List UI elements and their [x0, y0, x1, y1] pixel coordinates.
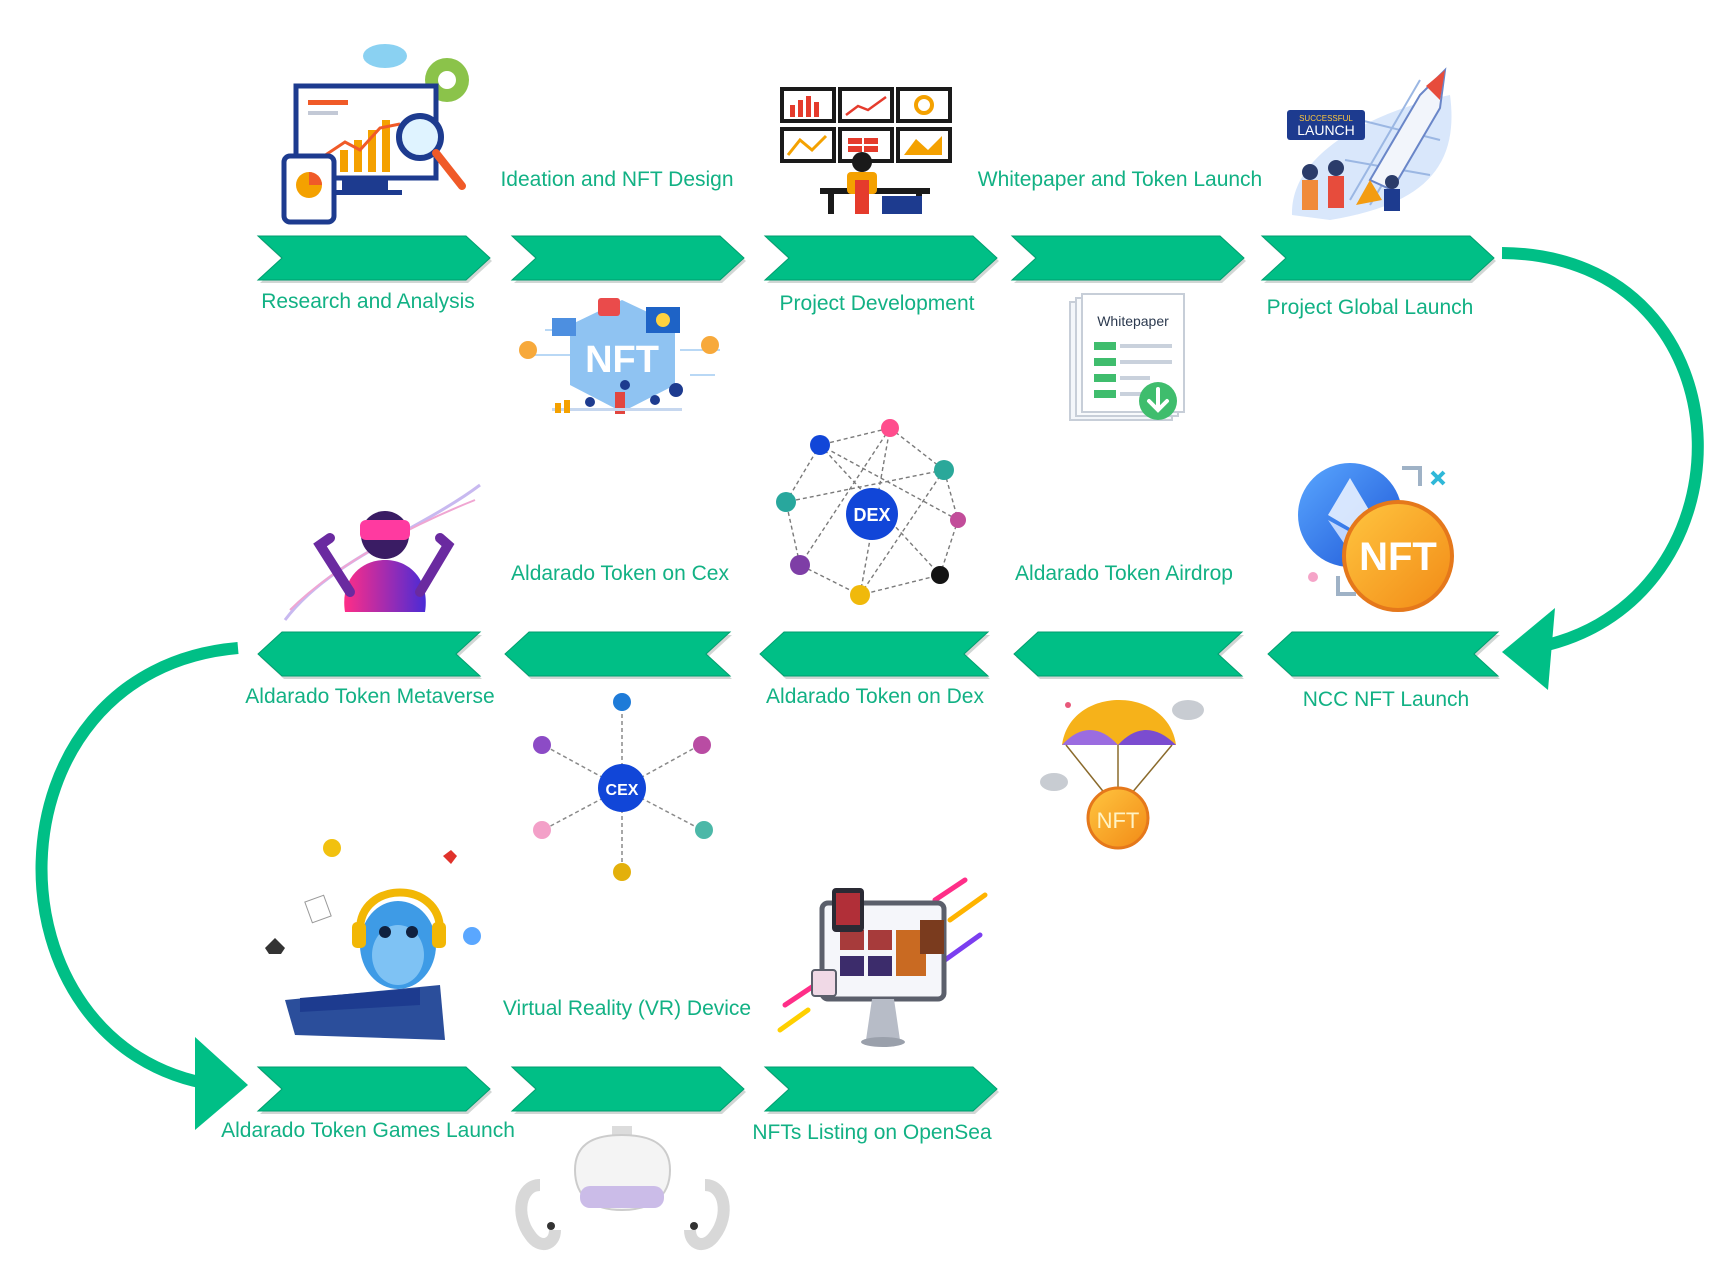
svg-text:NFT: NFT [1359, 535, 1437, 579]
analytics-dashboard-icon [281, 44, 469, 225]
step-label-1: Research and Analysis [261, 290, 475, 313]
step-labels: Research and Analysis Ideation and NFT De… [221, 168, 1473, 1144]
step-label-9: Aldarado Token on Cex [511, 562, 729, 585]
step-chevron-6 [257, 631, 482, 677]
svg-text:NFT: NFT [585, 339, 659, 381]
dex-network-icon: DEX [776, 419, 966, 605]
step-label-3: Project Development [780, 292, 975, 315]
step-chevron-8 [759, 631, 990, 677]
step-chevron-3 [763, 235, 998, 281]
step-chevron-10 [1267, 631, 1500, 677]
svg-text:CEX: CEX [606, 782, 639, 799]
step-chevron-9 [1013, 631, 1244, 677]
step-chevron-12 [510, 1066, 745, 1112]
games-mascot-icon [265, 839, 481, 1040]
connector-left [35, 642, 248, 1130]
vr-metaverse-icon [283, 483, 481, 621]
step-label-2: Ideation and NFT Design [500, 168, 733, 191]
opensea-monitor-icon [777, 877, 988, 1047]
step-chevron-1 [256, 235, 491, 281]
rocket-launch-icon: SUCCESSFUL LAUNCH [1287, 67, 1452, 220]
step-label-10: Aldarado Token Metaverse [245, 685, 494, 708]
step-chevron-11 [256, 1066, 491, 1112]
svg-text:NFT: NFT [1097, 808, 1140, 833]
connector-right [1501, 247, 1704, 690]
vr-headset-icon [515, 1126, 730, 1250]
step-label-4: Whitepaper and Token Launch [978, 168, 1262, 191]
step-label-5: Project Global Launch [1267, 296, 1474, 319]
svg-text:LAUNCH: LAUNCH [1297, 122, 1355, 138]
svg-text:DEX: DEX [853, 505, 890, 525]
nft-design-icon: NFT [519, 298, 720, 414]
step-label-7: Aldarado Token Airdrop [1015, 562, 1233, 585]
chevron-arrows [256, 235, 1500, 1114]
step-chevron-5 [1260, 235, 1495, 281]
step-chevron-13 [763, 1066, 998, 1112]
step-chevron-4 [1010, 235, 1245, 281]
step-label-8: Aldarado Token on Dex [766, 685, 984, 708]
step-label-12: Virtual Reality (VR) Device [503, 997, 751, 1020]
svg-text:SUCCESSFUL: SUCCESSFUL [1299, 114, 1353, 123]
step-label-11: Aldarado Token Games Launch [221, 1119, 515, 1142]
nft-coin-icon: NFT [1298, 463, 1454, 612]
svg-text:Whitepaper: Whitepaper [1097, 313, 1169, 329]
step-chevron-2 [510, 235, 745, 281]
step-label-13: NFTs Listing on OpenSea [752, 1121, 992, 1144]
step-chevron-7 [504, 631, 732, 677]
cex-network-icon: CEX [533, 693, 713, 881]
whitepaper-document-icon: Whitepaper [1069, 293, 1185, 421]
monitor-wall-icon [780, 87, 952, 214]
step-label-6: NCC NFT Launch [1303, 688, 1470, 711]
parachute-airdrop-icon: NFT [1040, 700, 1204, 850]
